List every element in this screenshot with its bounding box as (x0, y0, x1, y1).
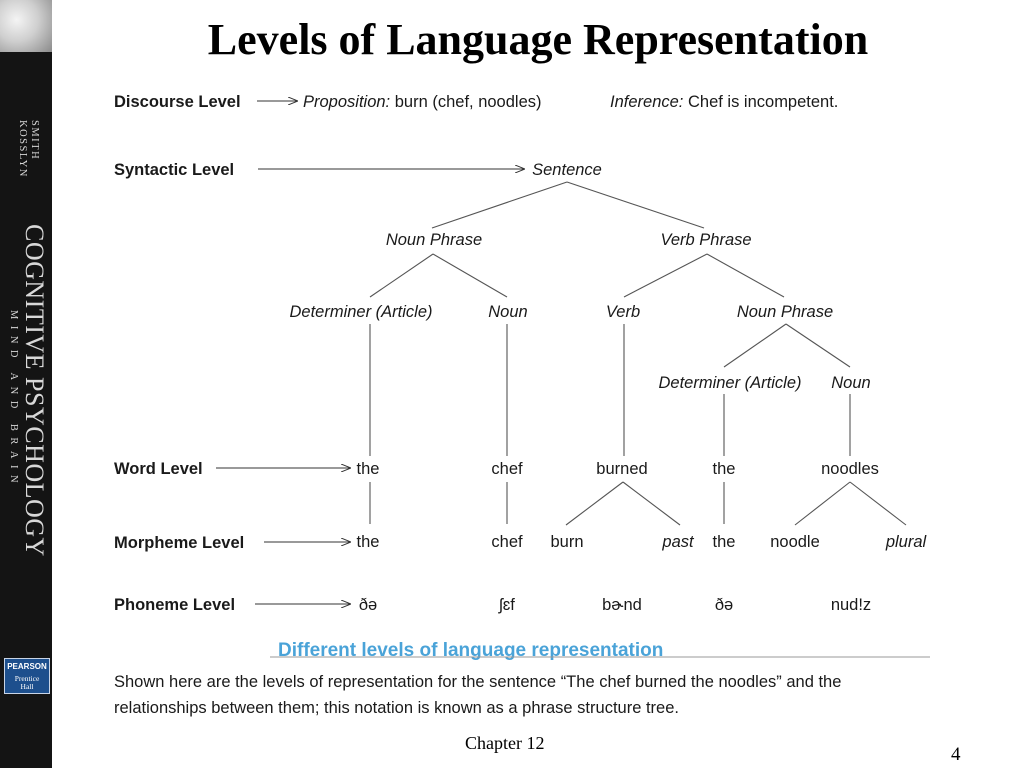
page-number: 4 (951, 744, 961, 766)
figure-description-line1: Shown here are the levels of representat… (114, 673, 841, 691)
word-level-label: Word Level (114, 460, 203, 478)
phoneme-the-2: ðə (715, 596, 733, 614)
syntactic-level-label: Syntactic Level (114, 161, 234, 179)
node-noun-phrase-2: Noun Phrase (737, 303, 833, 321)
morpheme-row: the chef burn past the noodle plural (357, 533, 928, 551)
word-chef: chef (491, 460, 523, 478)
word-the-2: the (713, 460, 736, 478)
morpheme-the-1: the (357, 533, 380, 551)
word-burned: burned (596, 460, 647, 478)
node-determiner-2: Determiner (Article) (658, 374, 801, 392)
phoneme-chef: ʃɛf (498, 596, 515, 614)
morpheme-chef: chef (491, 533, 523, 551)
morpheme-noodle: noodle (770, 533, 820, 551)
word-the-1: the (357, 460, 380, 478)
tree-nodes: Sentence Noun Phrase Verb Phrase Determi… (289, 161, 870, 392)
discourse-level-label: Discourse Level (114, 93, 241, 111)
node-noun-phrase-1: Noun Phrase (386, 231, 482, 249)
node-sentence: Sentence (532, 161, 602, 179)
discourse-proposition: Proposition: burn (chef, noodles) (303, 93, 542, 111)
morpheme-level-label: Morpheme Level (114, 534, 244, 552)
phoneme-the-1: ðə (359, 596, 377, 614)
morpheme-burn: burn (550, 533, 583, 551)
phoneme-row: ðə ʃɛf bɚnd ðə nud!z (359, 596, 871, 614)
phoneme-burned: bɚnd (602, 596, 642, 614)
figure-caption: Different levels of language representat… (278, 640, 663, 661)
node-noun-1: Noun (488, 303, 527, 321)
node-verb: Verb (606, 303, 640, 321)
node-determiner-1: Determiner (Article) (289, 303, 432, 321)
morpheme-the-2: the (713, 533, 736, 551)
word-noodles: noodles (821, 460, 879, 478)
chapter-label: Chapter 12 (465, 733, 544, 754)
word-row: the chef burned the noodles (357, 460, 879, 478)
figure-description-line2: relationships between them; this notatio… (114, 699, 679, 717)
morpheme-plural: plural (885, 533, 928, 551)
morpheme-past: past (661, 533, 695, 551)
node-verb-phrase: Verb Phrase (660, 231, 751, 249)
phoneme-level-label: Phoneme Level (114, 596, 235, 614)
discourse-inference: Inference: Chef is incompetent. (610, 93, 838, 111)
phoneme-noodles: nud!z (831, 596, 871, 614)
node-noun-2: Noun (831, 374, 870, 392)
